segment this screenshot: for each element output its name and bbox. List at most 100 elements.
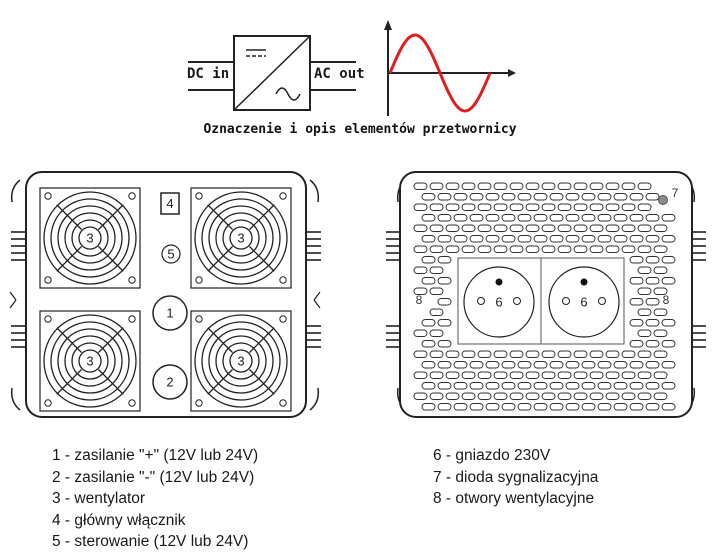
vent-slot: [661, 235, 676, 243]
vent-slot: [485, 235, 500, 243]
vent-slot: [549, 235, 564, 243]
sine-wave: [388, 33, 492, 113]
marker-vent-right: 8: [663, 293, 670, 307]
vent-slot: [421, 235, 436, 243]
vent-slot: [429, 266, 444, 274]
vent-slot: [437, 277, 452, 285]
sine-wave-graph: [384, 20, 516, 116]
marker-minus: 2: [166, 375, 173, 390]
vent-slot: [653, 224, 668, 232]
vent-slot: [661, 256, 676, 264]
vent-slot: [477, 371, 492, 379]
vent-slot: [445, 203, 460, 211]
vent-slot: [453, 193, 468, 201]
vent-slot: [461, 182, 476, 190]
vent-slot: [509, 371, 524, 379]
vent-slot: [557, 371, 572, 379]
vent-slot: [461, 203, 476, 211]
vent-slot: [453, 235, 468, 243]
vent-slot: [549, 403, 564, 411]
vent-slot: [509, 224, 524, 232]
vent-slot: [629, 361, 644, 369]
vent-slot: [445, 350, 460, 358]
vent-slot: [517, 361, 532, 369]
vent-slot: [613, 235, 628, 243]
vent-slot: [509, 245, 524, 253]
vent-slot: [429, 203, 444, 211]
vent-slot: [589, 392, 604, 400]
vent-slot: [565, 193, 580, 201]
vent-slot: [461, 392, 476, 400]
vent-slot: [661, 277, 676, 285]
vent-slot: [517, 214, 532, 222]
vent-slot: [629, 193, 644, 201]
vent-slot: [421, 382, 436, 390]
figure-caption: Oznaczenie i opis elementów przetwornicy: [203, 122, 517, 137]
vent-slot: [437, 214, 452, 222]
vent-slot: [581, 193, 596, 201]
vent-slot: [501, 361, 516, 369]
vent-slot: [597, 382, 612, 390]
vent-slot: [645, 277, 660, 285]
vent-slot: [493, 245, 508, 253]
vent-slot: [469, 361, 484, 369]
vent-slot: [477, 392, 492, 400]
vent-slot: [437, 256, 452, 264]
vent-slot: [421, 319, 436, 327]
vent-slot: [421, 340, 436, 348]
vent-slot: [637, 245, 652, 253]
vent-slot: [589, 371, 604, 379]
vent-slot: [469, 403, 484, 411]
vent-slot: [445, 245, 460, 253]
vent-slot: [509, 203, 524, 211]
vent-slot: [533, 403, 548, 411]
vent-slot: [501, 235, 516, 243]
vent-slot: [589, 224, 604, 232]
vent-slot: [605, 224, 620, 232]
vent-slot: [525, 350, 540, 358]
vent-slot: [645, 298, 660, 306]
vent-slot: [645, 319, 660, 327]
legend-item: 5 - sterowanie (12V lub 24V): [52, 533, 249, 550]
vent-slot: [613, 214, 628, 222]
vent-slot: [477, 224, 492, 232]
vent-slot: [413, 203, 428, 211]
vent-slot: [629, 382, 644, 390]
vent-slot: [525, 203, 540, 211]
vent-slot: [565, 382, 580, 390]
vent-slot: [581, 403, 596, 411]
vent-slot: [525, 224, 540, 232]
vent-slot: [589, 182, 604, 190]
vent-slot: [421, 193, 436, 201]
vent-slot: [517, 382, 532, 390]
vent-slot: [477, 245, 492, 253]
vent-slot: [437, 319, 452, 327]
vent-slot: [429, 371, 444, 379]
vent-slot: [581, 361, 596, 369]
legend-item: 6 - gniazdo 230V: [433, 447, 551, 464]
vent-slot: [621, 371, 636, 379]
vent-slot: [429, 287, 444, 295]
vent-slot: [605, 182, 620, 190]
vent-slot: [477, 350, 492, 358]
vent-slot: [525, 371, 540, 379]
vent-slot: [549, 214, 564, 222]
vent-slot: [653, 371, 668, 379]
legend-item: 8 - otwory wentylacyjne: [433, 490, 595, 507]
fan-1: 3: [39, 187, 141, 289]
vent-slot: [541, 371, 556, 379]
vent-slot: [453, 382, 468, 390]
vent-slot: [445, 392, 460, 400]
vent-slot: [597, 403, 612, 411]
vent-slot: [485, 193, 500, 201]
vent-slot: [413, 371, 428, 379]
vent-slot: [557, 203, 572, 211]
vent-slot: [525, 245, 540, 253]
ac-out-label: AC out: [314, 66, 365, 82]
socket-230v-left: 6: [463, 266, 535, 338]
vent-slot: [661, 340, 676, 348]
vent-slot: [573, 224, 588, 232]
vent-slot: [477, 182, 492, 190]
vent-slot: [557, 392, 572, 400]
